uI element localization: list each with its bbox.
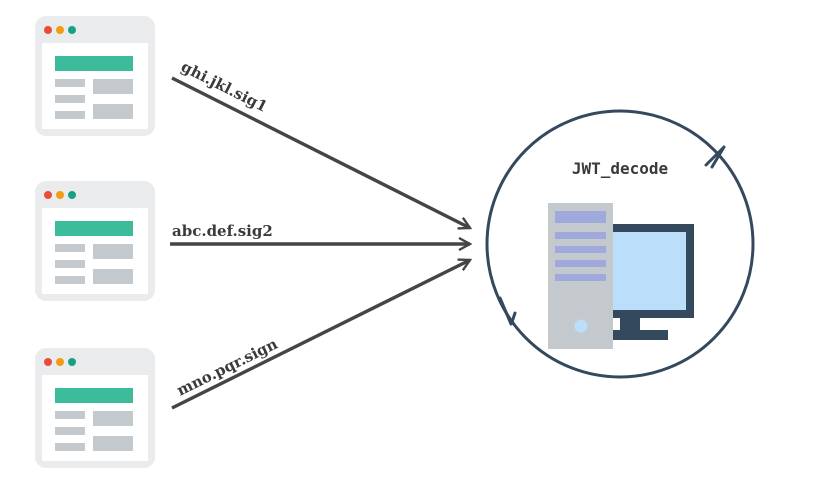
monitor-stand xyxy=(602,330,668,340)
tower-slot-1 xyxy=(555,211,606,223)
tower-slot-3 xyxy=(555,246,606,253)
request-arrow-3 xyxy=(171,260,470,410)
client-window-2 xyxy=(35,181,155,301)
server-title: JWT_decode xyxy=(572,159,668,178)
browser-window-icon xyxy=(35,16,155,136)
token-label-2: abc.def.sig2 xyxy=(172,222,273,240)
client-window-3 xyxy=(35,348,155,468)
cycle-arrowhead-top xyxy=(704,145,726,169)
tower-slot-5 xyxy=(555,274,606,281)
client-window-1 xyxy=(35,16,155,136)
browser-window-icon xyxy=(35,348,155,468)
power-button xyxy=(574,319,588,333)
computer-server-icon xyxy=(548,203,694,349)
cycle-arrowhead-bottom xyxy=(498,296,517,326)
browser-window-icon xyxy=(35,181,155,301)
monitor-neck xyxy=(620,318,640,330)
tower-slot-4 xyxy=(555,260,606,267)
cycle-ring xyxy=(485,109,755,379)
tower-slot-2 xyxy=(555,232,606,239)
token-label-3: mno.pqr.sign xyxy=(174,335,281,400)
request-arrow-1 xyxy=(171,76,470,228)
decode-cycle xyxy=(485,109,755,379)
